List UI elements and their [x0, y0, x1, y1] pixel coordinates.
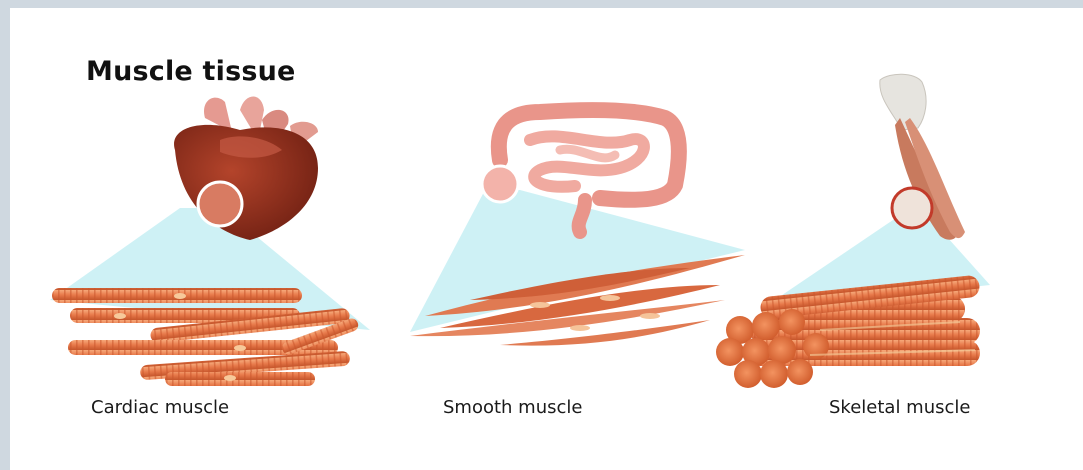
- smooth-magnify-circle: [482, 166, 518, 202]
- skeletal-section: [716, 74, 990, 388]
- skeletal-fibers: [716, 275, 981, 388]
- cardiac-muscle-label: Cardiac muscle: [91, 397, 229, 418]
- muscle-limb-illustration: [880, 74, 965, 239]
- cardiac-magnify-circle: [198, 182, 242, 226]
- cardiac-section: [50, 97, 370, 387]
- diagram-title: Muscle tissue: [86, 56, 296, 87]
- smooth-section: [410, 110, 745, 346]
- skeletal-muscle-label: Skeletal muscle: [829, 397, 970, 418]
- skeletal-magnify-circle: [892, 188, 932, 228]
- smooth-muscle-label: Smooth muscle: [443, 397, 582, 418]
